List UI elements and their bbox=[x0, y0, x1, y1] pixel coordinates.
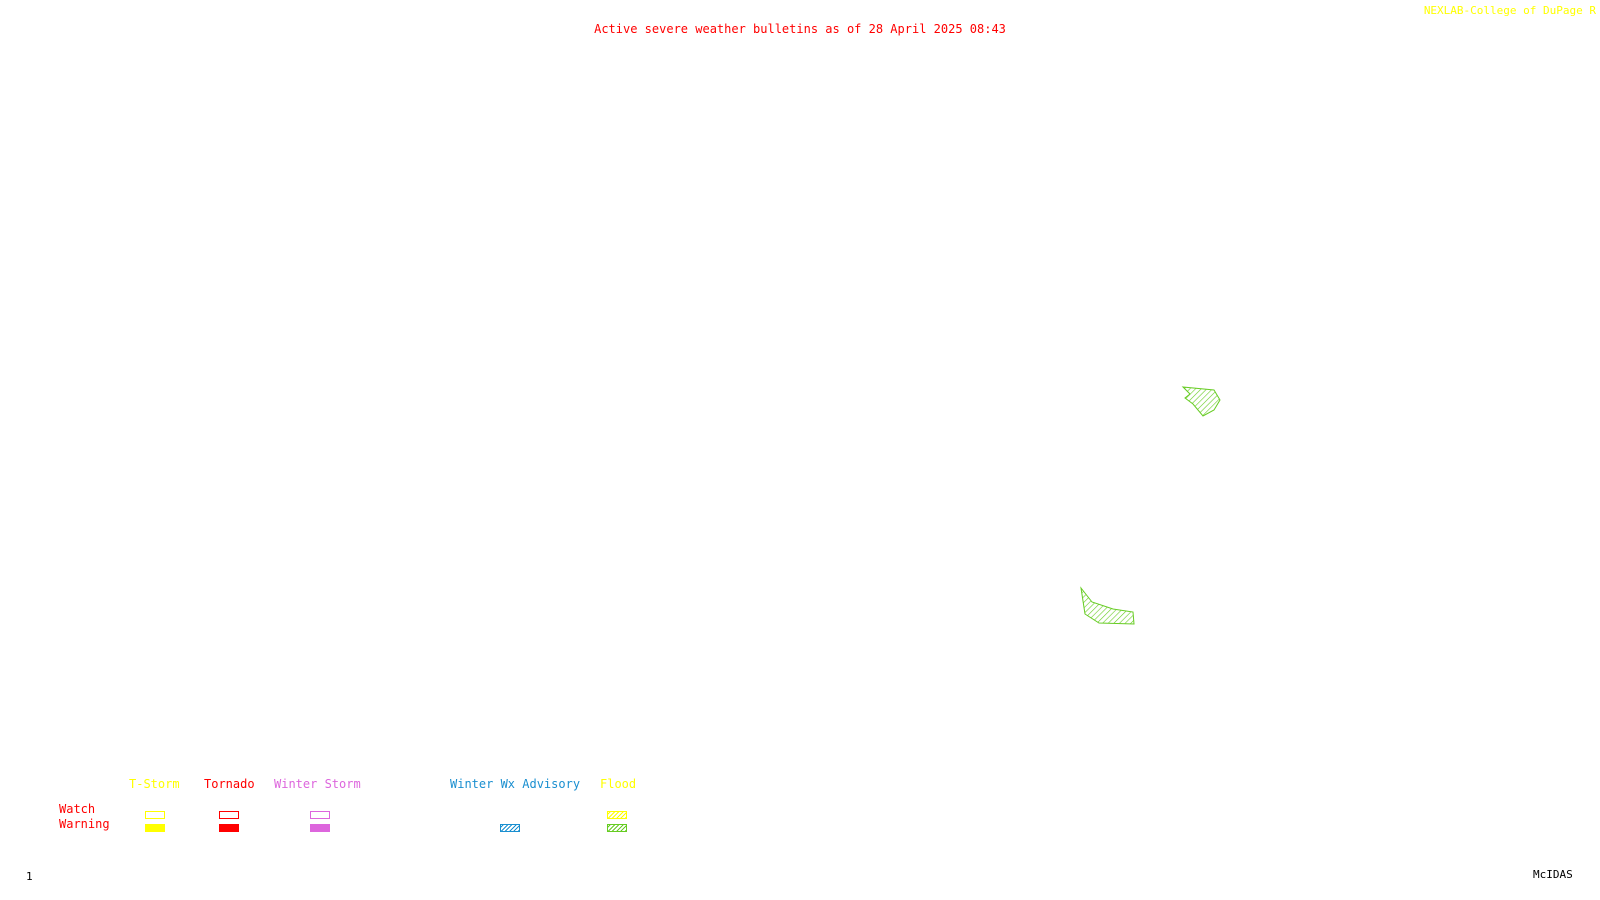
flood-warning-polygon-1[interactable] bbox=[1181, 386, 1221, 417]
legend-row-watch: Watch bbox=[59, 802, 96, 816]
legend-header-tornado: Tornado bbox=[204, 777, 255, 791]
legend-row-warning: Warning bbox=[59, 817, 110, 831]
legend-header-flood: Flood bbox=[600, 777, 637, 791]
legend-swatch-tornado-warning bbox=[219, 824, 239, 832]
legend-swatch-winter-wx-advisory-warning bbox=[500, 824, 520, 832]
legend-swatch-winter-storm-watch bbox=[310, 811, 330, 819]
legend-swatch-winter-storm-warning bbox=[310, 824, 330, 832]
legend-swatch-tstorm-watch bbox=[145, 811, 165, 819]
frame-number: 1 bbox=[26, 870, 33, 883]
legend-header-tstorm: T-Storm bbox=[129, 777, 180, 791]
credit-label: NEXLAB-College of DuPage R bbox=[1423, 4, 1596, 17]
flood-warning-polygon-2[interactable] bbox=[1080, 586, 1135, 625]
bulletin-title: Active severe weather bulletins as of 28… bbox=[594, 22, 1006, 36]
legend-header-winter-wx-advisory: Winter Wx Advisory bbox=[450, 777, 581, 791]
legend-swatch-flood-warning bbox=[607, 824, 627, 832]
legend-header-winter-storm: Winter Storm bbox=[274, 777, 361, 791]
legend-swatch-tstorm-warning bbox=[145, 824, 165, 832]
brand-label: McIDAS bbox=[1533, 868, 1573, 881]
legend-swatch-flood-watch bbox=[607, 811, 627, 819]
legend-swatch-tornado-watch bbox=[219, 811, 239, 819]
